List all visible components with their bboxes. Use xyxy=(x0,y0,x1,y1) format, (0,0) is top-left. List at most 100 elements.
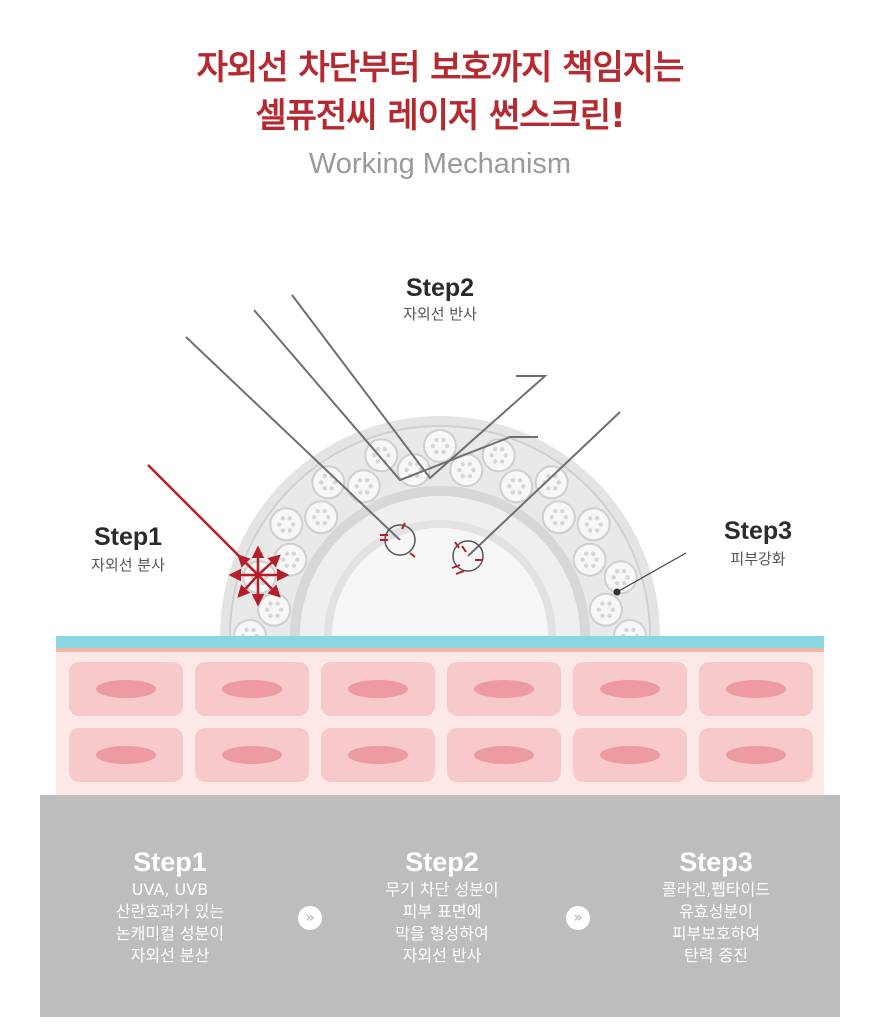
bead-dot xyxy=(500,459,505,464)
bead-dot xyxy=(584,522,589,527)
bead-dot xyxy=(471,467,476,473)
step2-line-3: 막을 형성하여 xyxy=(395,924,489,943)
skin-layer xyxy=(56,636,824,795)
bead-dot xyxy=(460,461,465,467)
bead-dot xyxy=(622,569,627,574)
bead-dot xyxy=(322,474,327,479)
bead-dot xyxy=(295,557,300,562)
bead-dot xyxy=(264,607,270,612)
step1-label: Step1 xyxy=(94,523,162,551)
bead-dot xyxy=(563,515,568,520)
bead-dot xyxy=(521,484,526,489)
bead-dot xyxy=(441,437,446,443)
bead-dot xyxy=(507,484,512,489)
uv-reflected-rays xyxy=(185,294,621,557)
bead-dot xyxy=(591,563,596,568)
collagen-bead xyxy=(588,592,623,627)
bead-dot xyxy=(240,633,246,636)
headline-line-2: 셀퓨전씨 레이저 썬스크린! xyxy=(255,96,625,136)
bead-dot xyxy=(358,478,363,483)
bead-dot xyxy=(244,627,249,633)
bead-dot xyxy=(322,521,327,526)
bead-dot xyxy=(365,490,370,495)
cell-nucleus xyxy=(96,680,156,698)
bead-dot xyxy=(620,633,626,636)
bead-dot xyxy=(408,461,413,467)
step3-column: Step3 콜라겐,펩타이드 유효성분이 피부보호하여 탄력 증진 xyxy=(606,845,826,967)
uv-scattered-ray xyxy=(147,464,290,607)
step3-label: Step3 xyxy=(724,517,792,545)
bead-dot xyxy=(594,557,599,562)
bead-dot xyxy=(546,474,551,479)
bead-dot xyxy=(607,613,612,618)
bead-dot xyxy=(460,473,465,479)
absorption-point-1 xyxy=(380,522,416,558)
bead-dot xyxy=(500,447,505,452)
collagen-beads xyxy=(233,429,647,636)
bead-dot xyxy=(553,508,558,514)
step1-desc: 자외선 분사 xyxy=(91,556,165,574)
bead-dot xyxy=(556,480,561,485)
bead-dot xyxy=(312,515,317,520)
collagen-bead xyxy=(576,507,611,542)
step1-column-title: Step1 xyxy=(133,847,207,877)
bead-dot xyxy=(434,437,439,443)
bead-dot xyxy=(291,563,296,568)
collagen-bead xyxy=(304,500,339,535)
step1-line-1: UVA, UVB xyxy=(131,880,209,899)
bead-dot xyxy=(510,490,515,495)
cell-nucleus xyxy=(600,680,660,698)
bead-dot xyxy=(611,575,616,580)
bead-dot xyxy=(254,633,260,636)
collagen-bead xyxy=(233,619,267,636)
bead-dot xyxy=(444,443,450,449)
collagen-bead xyxy=(572,542,607,577)
cell-nucleus xyxy=(222,746,282,764)
collagen-bead xyxy=(603,560,638,595)
step3-line-3: 피부보호하여 xyxy=(671,924,761,943)
bead-dot xyxy=(280,516,285,521)
bead-dot xyxy=(284,563,289,568)
bead-dot xyxy=(281,557,286,562)
bead-dot xyxy=(595,528,600,533)
bead-dot xyxy=(517,478,522,483)
bead-dot xyxy=(287,516,292,521)
step3-column-title: Step3 xyxy=(679,847,753,877)
bead-dot xyxy=(467,473,472,479)
cell-nucleus xyxy=(348,746,408,764)
bead-dot xyxy=(322,486,327,491)
collagen-bead xyxy=(541,500,576,535)
cell-nucleus xyxy=(96,746,156,764)
cell-nucleus xyxy=(348,680,408,698)
bead-dot xyxy=(333,480,338,485)
collagen-bead xyxy=(534,465,569,500)
bead-dot xyxy=(588,528,593,533)
step3-pointer xyxy=(613,552,687,596)
skin-cells xyxy=(69,662,813,782)
step1-line-4: 자외선 분산 xyxy=(130,946,210,965)
bead-dot xyxy=(386,453,391,458)
bead-dot xyxy=(404,467,409,473)
bead-dot xyxy=(415,473,420,479)
bead-dot xyxy=(354,484,359,489)
bead-dot xyxy=(375,447,380,452)
bead-dot xyxy=(610,607,616,612)
bead-dot xyxy=(596,607,602,612)
bead-dot xyxy=(553,486,558,491)
bead-dot xyxy=(580,557,585,562)
bead-dot xyxy=(280,528,285,533)
bead-dot xyxy=(268,613,273,618)
step2-line-1: 무기 차단 성분이 xyxy=(385,880,499,899)
collagen-bead xyxy=(499,469,534,504)
bead-dot xyxy=(457,467,462,473)
skin-surface-film xyxy=(56,636,824,650)
step2-label: Step2 xyxy=(406,274,474,302)
bead-dot xyxy=(510,478,515,483)
cell-nucleus xyxy=(222,680,282,698)
bead-dot xyxy=(382,447,387,452)
bead-dot xyxy=(434,449,439,455)
skin-tissue xyxy=(56,652,824,795)
double-chevron-right-icon: » xyxy=(298,906,322,930)
bead-dot xyxy=(430,443,436,449)
bead-dot xyxy=(631,627,636,633)
